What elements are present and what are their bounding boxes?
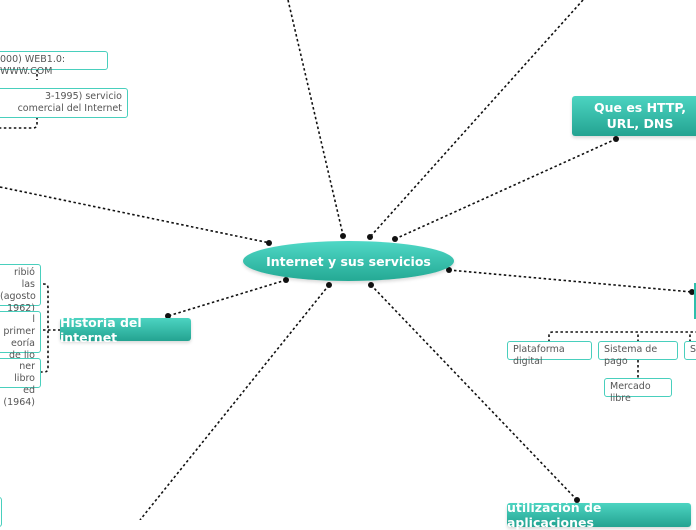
leaf-web1[interactable]: 000) WEB1.0: WWW.COM: [0, 51, 108, 77]
link-bottom-left: [139, 284, 330, 520]
link-dot: [266, 240, 272, 246]
topic-http[interactable]: Que es HTTP, URL, DNS: [572, 96, 696, 136]
leaf-plataforma-digital[interactable]: Plataforma digital: [507, 341, 592, 367]
leaf-sistema-pago[interactable]: Sistema de pago: [598, 341, 678, 367]
link-dot: [574, 497, 580, 503]
link-historia-bracket: [38, 283, 49, 373]
link-aplicaciones: [370, 284, 578, 501]
leaf-primer[interactable]: l primer eoría de lio 1961): [0, 311, 41, 373]
right-topic-edge: [694, 283, 696, 319]
leaf-escribio[interactable]: ribió las (agosto 1962): [0, 264, 41, 314]
link-dot: [368, 282, 374, 288]
link-dot: [165, 313, 171, 319]
leaf-servicio-comercial[interactable]: 3-1995) servicio comercial del Internet: [0, 88, 128, 118]
link-dot: [689, 289, 695, 295]
link-dot: [392, 236, 398, 242]
topic-historia[interactable]: Historia del internet: [60, 315, 191, 345]
link-comercial: [0, 117, 38, 129]
leaf-bottom-left-partial[interactable]: [0, 497, 2, 527]
link-top-right: [369, 0, 584, 238]
central-topic[interactable]: Internet y sus servicios: [243, 241, 454, 281]
leaf-libro[interactable]: ner libro ed (1964): [0, 358, 41, 408]
leaf-mercado-libre[interactable]: Mercado libre: [604, 378, 672, 404]
leaf-s-partial[interactable]: S: [684, 341, 696, 360]
link-dot: [283, 277, 289, 283]
link-right: [448, 269, 693, 293]
link-plataforma: [548, 331, 696, 342]
link-dot: [446, 267, 452, 273]
link-historia: [167, 279, 287, 317]
link-dot: [326, 282, 332, 288]
link-dot: [340, 233, 346, 239]
link-top-left: [287, 0, 344, 236]
link-dot: [613, 136, 619, 142]
link-http: [394, 138, 617, 240]
link-left-upper: [0, 186, 271, 244]
link-dot: [367, 234, 373, 240]
topic-aplicaciones[interactable]: utilización de aplicaciones: [507, 500, 691, 530]
